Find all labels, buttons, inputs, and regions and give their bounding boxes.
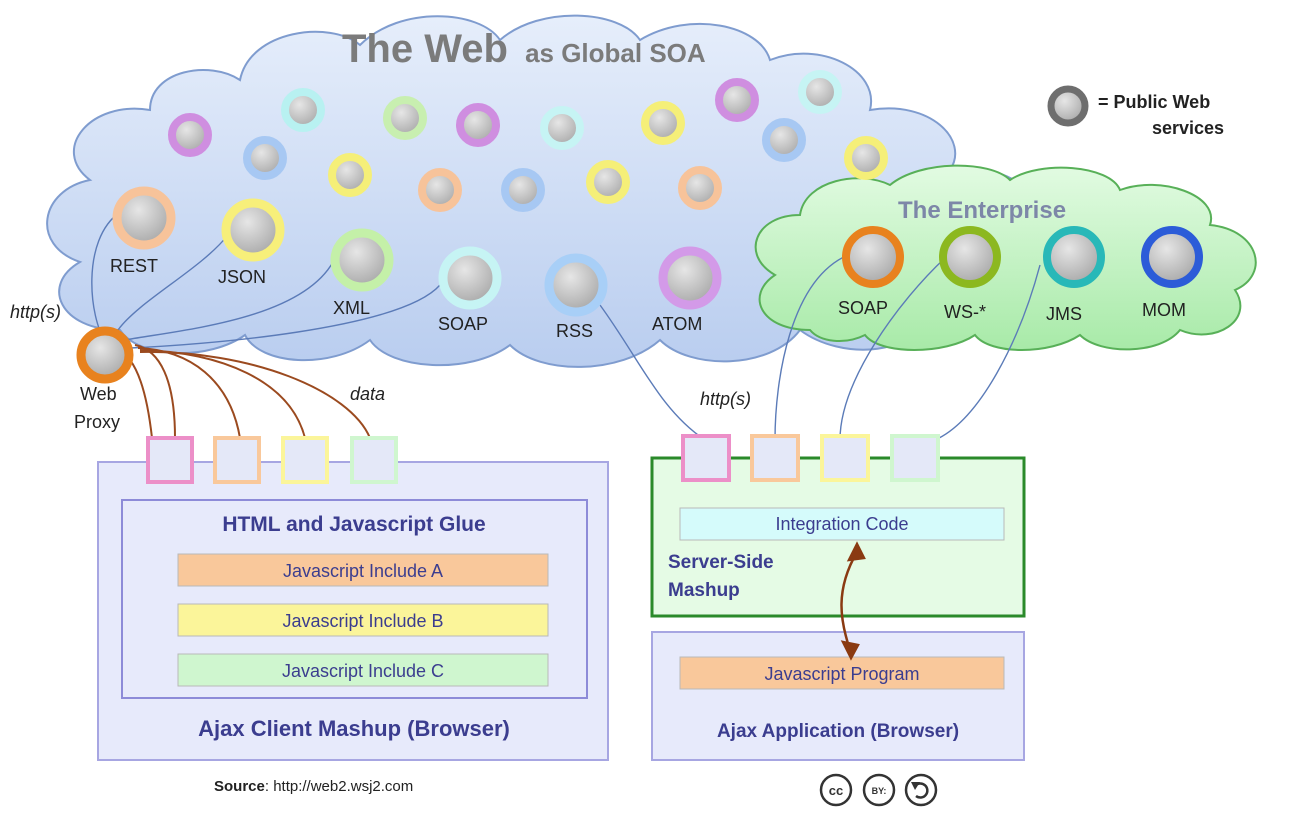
enterprise-soap-icon xyxy=(842,226,904,288)
client-widget-pink xyxy=(146,436,194,484)
enterprise-title: The Enterprise xyxy=(898,197,1066,224)
enterprise-ws-label: WS-* xyxy=(944,302,986,322)
data-label: data xyxy=(350,384,385,404)
rest-label: REST xyxy=(110,256,158,276)
service-dot-icon xyxy=(383,96,427,140)
include-a-label: Javascript Include A xyxy=(283,561,443,581)
proxy-protocol-label: http(s) xyxy=(10,302,61,322)
client-widget-green xyxy=(350,436,398,484)
include-c-bar xyxy=(177,653,549,687)
include-b-label: Javascript Include B xyxy=(282,611,443,631)
service-dot-icon xyxy=(798,70,842,114)
rss-service-icon xyxy=(544,253,608,317)
include-b-bar xyxy=(177,603,549,637)
xml-label: XML xyxy=(333,298,370,318)
soap-service-icon xyxy=(438,246,502,310)
data-connections xyxy=(129,344,371,439)
service-dot-icon xyxy=(715,78,759,122)
service-dot-icon xyxy=(243,136,287,180)
client-widget-orange xyxy=(213,436,261,484)
share-alike-icon xyxy=(904,773,938,807)
soap-label: SOAP xyxy=(438,314,488,334)
ajax-app-caption: Ajax Application (Browser) xyxy=(717,721,959,742)
include-c-label: Javascript Include C xyxy=(282,661,444,681)
client-widget-yellow xyxy=(281,436,329,484)
service-dot-icon xyxy=(501,168,545,212)
legend-text-1: = Public Web xyxy=(1098,92,1210,112)
legend-dot-icon xyxy=(1047,85,1089,127)
enterprise-ws-icon xyxy=(939,226,1001,288)
javascript-program-bar xyxy=(679,656,1005,690)
title-main: The Web xyxy=(342,27,508,71)
json-label: JSON xyxy=(218,267,266,287)
by-text: BY: xyxy=(872,786,887,796)
diagram-title: The Web as Global SOA xyxy=(342,27,706,71)
xml-service-icon xyxy=(330,228,394,292)
server-widget-yellow xyxy=(820,434,870,482)
source-url: : http://web2.wsj2.com xyxy=(265,778,413,795)
service-dot-icon xyxy=(281,88,325,132)
service-dot-icon xyxy=(456,103,500,147)
server-data-widgets xyxy=(681,434,940,482)
legend-text-2: services xyxy=(1152,118,1224,138)
web-services xyxy=(112,186,722,317)
atom-service-icon xyxy=(658,246,722,310)
enterprise-jms-icon xyxy=(1043,226,1105,288)
client-data-widgets xyxy=(146,436,398,484)
service-dot-icon xyxy=(168,113,212,157)
enterprise-mom-label: MOM xyxy=(1142,300,1186,320)
service-dot-icon xyxy=(328,153,372,197)
service-dot-icon xyxy=(586,160,630,204)
rss-label: RSS xyxy=(556,321,593,341)
server-mashup-label-2: Mashup xyxy=(668,580,740,601)
title-sub: as Global SOA xyxy=(525,38,706,68)
service-dot-icon xyxy=(844,136,888,180)
server-protocol-label: http(s) xyxy=(700,389,751,409)
public-service-dots xyxy=(168,70,888,212)
service-dot-icon xyxy=(418,168,462,212)
javascript-program-label: Javascript Program xyxy=(764,664,919,684)
rest-service-icon xyxy=(112,186,176,250)
enterprise-soap-label: SOAP xyxy=(838,298,888,318)
share-alike-arrowhead-icon xyxy=(911,782,920,790)
service-dot-icon xyxy=(540,106,584,150)
enterprise-labels: SOAP WS-* JMS MOM xyxy=(838,298,1186,324)
enterprise-mom-icon xyxy=(1141,226,1203,288)
ajax-app-box xyxy=(651,631,1025,761)
web-proxy-icon xyxy=(76,326,134,384)
source-label: Source xyxy=(214,778,265,795)
include-a-bar xyxy=(177,553,549,587)
by-icon xyxy=(862,773,896,807)
service-dot-icon xyxy=(762,118,806,162)
integration-code-bar xyxy=(679,507,1005,541)
service-dot-icon xyxy=(678,166,722,210)
atom-label: ATOM xyxy=(652,314,702,334)
json-service-icon xyxy=(221,198,285,262)
proxy-label-2: Proxy xyxy=(74,412,120,432)
server-widget-pink xyxy=(681,434,731,482)
client-mashup-caption: Ajax Client Mashup (Browser) xyxy=(198,716,510,741)
service-dot-icon xyxy=(641,101,685,145)
source-line: Source: http://web2.wsj2.com xyxy=(214,778,413,795)
enterprise-services xyxy=(842,226,1203,288)
cc-icon xyxy=(819,773,853,807)
server-widget-orange xyxy=(750,434,800,482)
server-mashup-label-1: Server-Side xyxy=(668,552,774,573)
cc-text: cc xyxy=(829,783,843,798)
proxy-label-1: Web xyxy=(80,384,117,404)
enterprise-cloud xyxy=(754,164,1257,351)
glue-title: HTML and Javascript Glue xyxy=(222,513,485,536)
enterprise-jms-label: JMS xyxy=(1046,304,1082,324)
double-arrow-icon xyxy=(840,541,866,661)
integration-code-label: Integration Code xyxy=(775,514,908,534)
creative-commons-badges xyxy=(819,773,938,807)
web-service-labels: REST JSON XML SOAP RSS ATOM xyxy=(110,256,702,341)
server-widget-green xyxy=(890,434,940,482)
